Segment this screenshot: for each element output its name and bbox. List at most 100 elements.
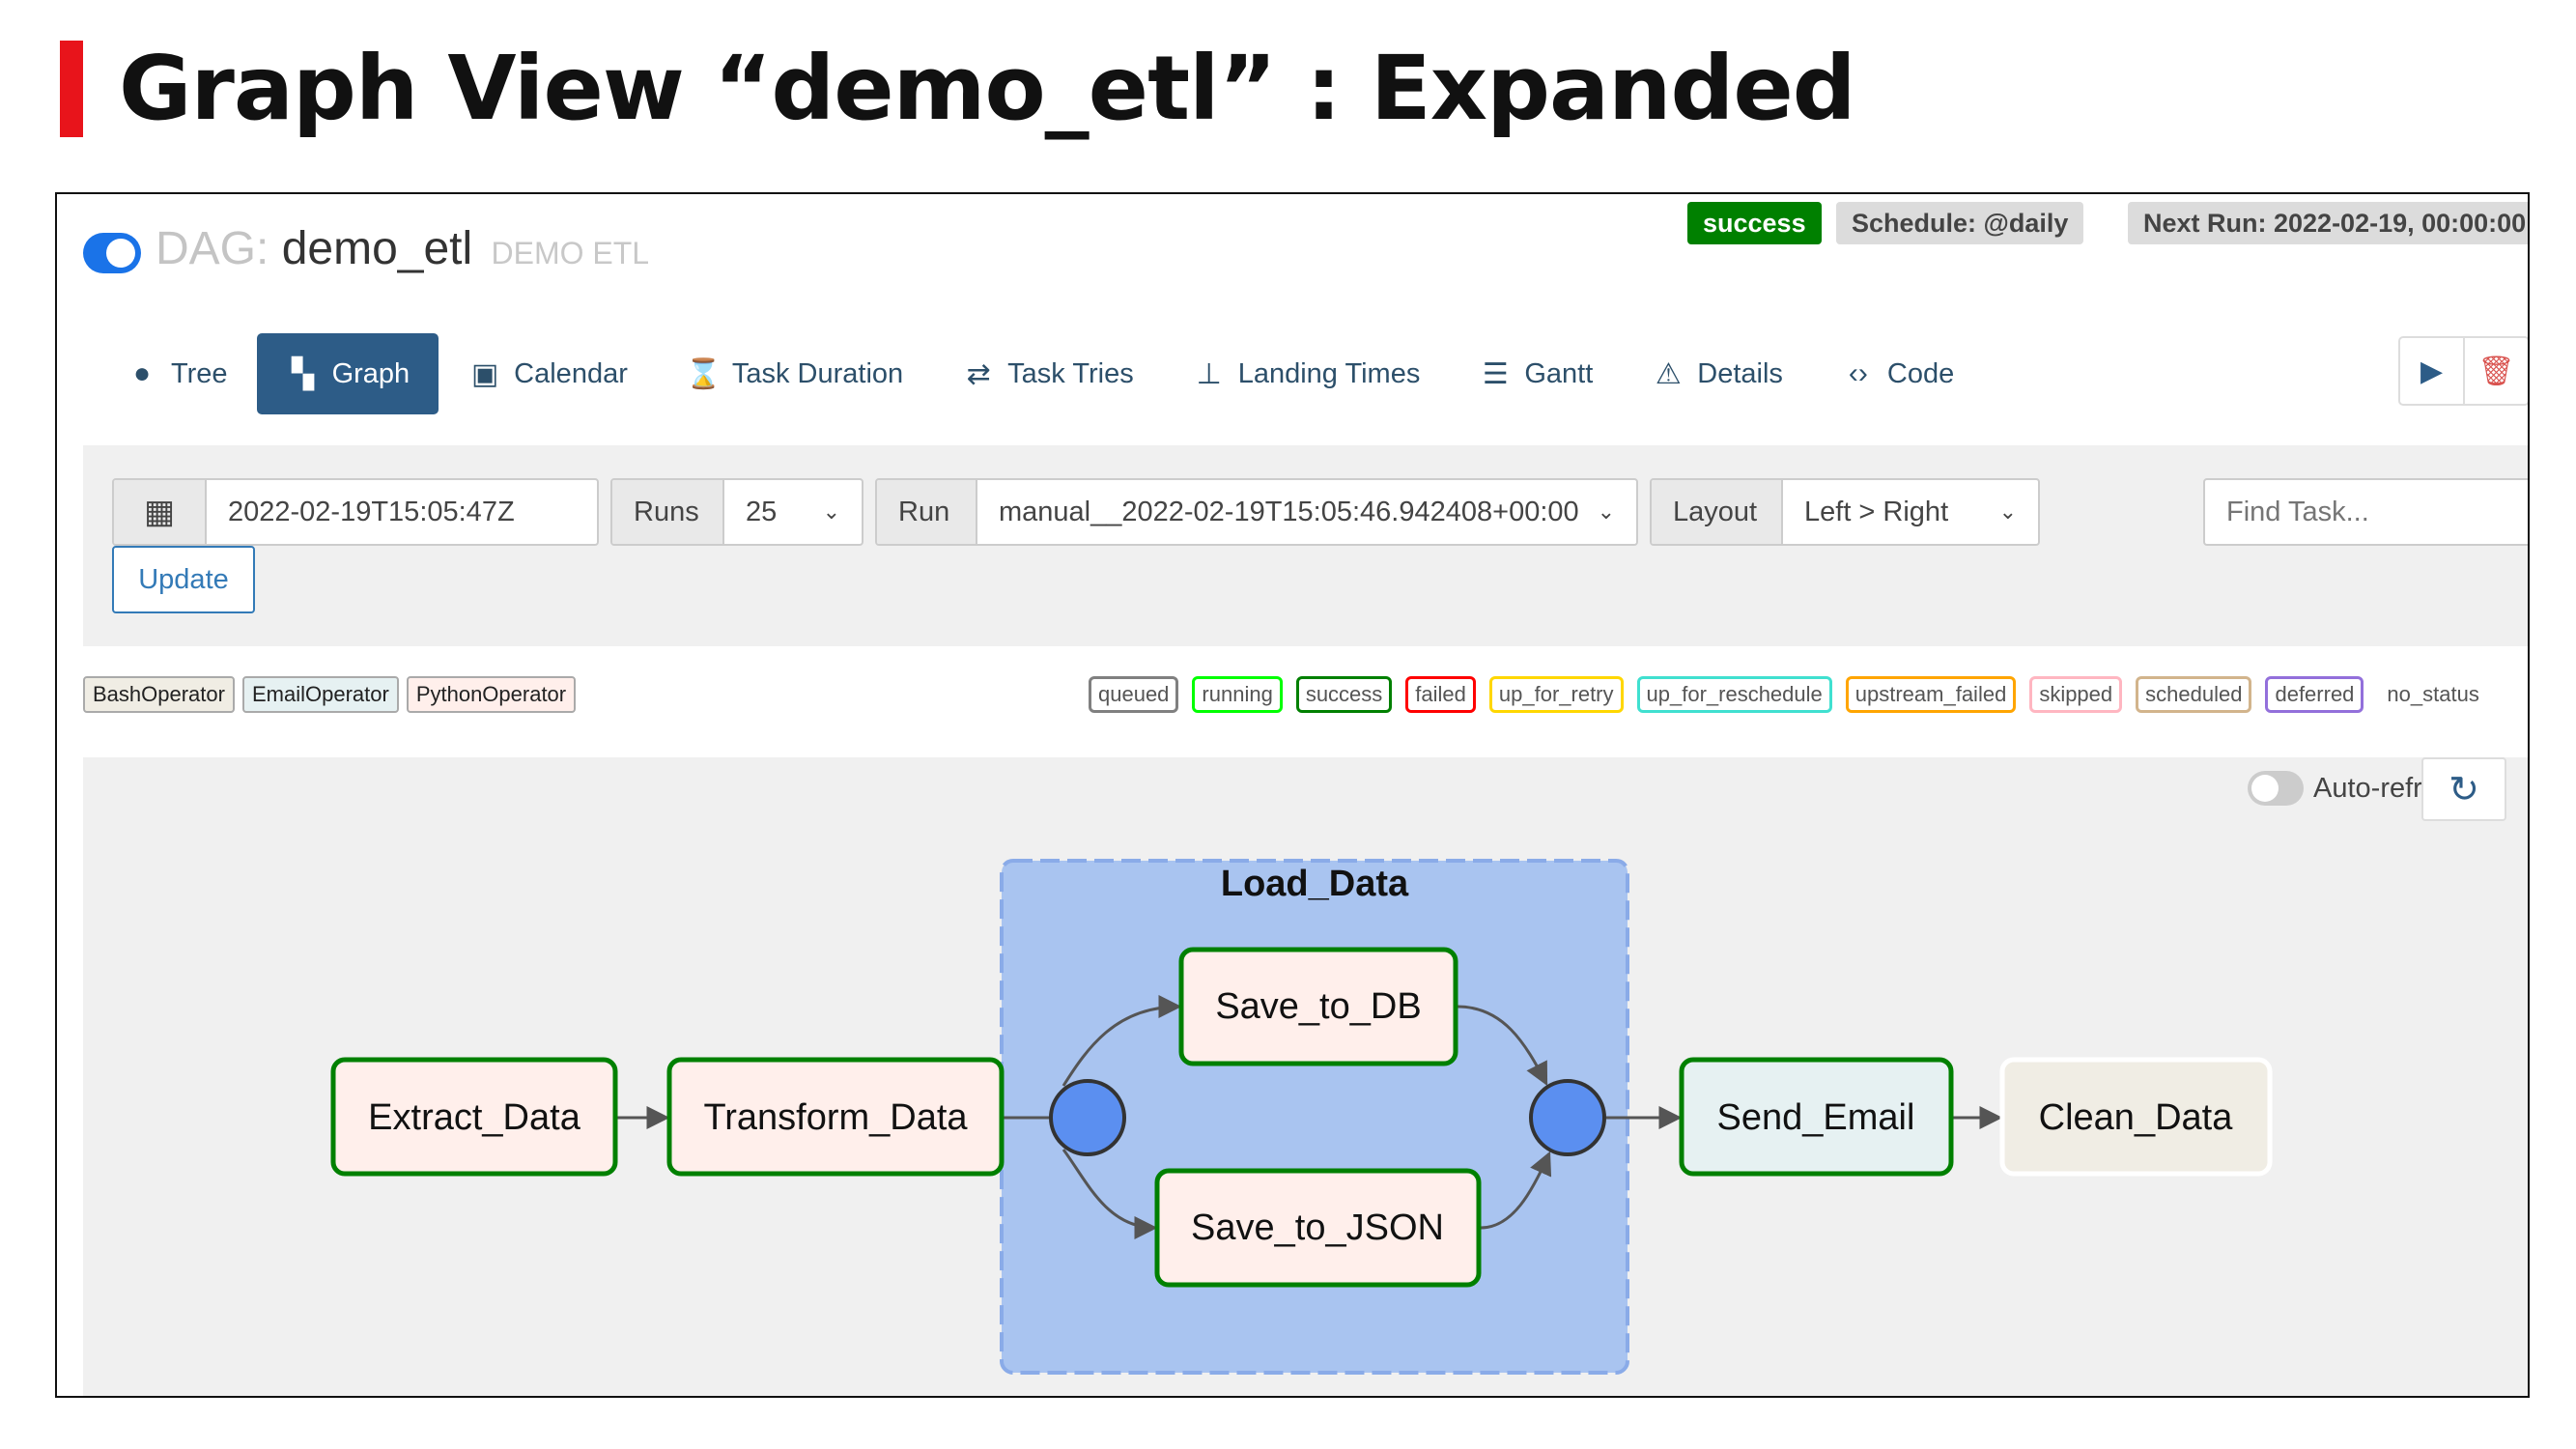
task-node-clean-data[interactable]: Clean_Data: [1999, 1057, 2273, 1177]
view-tabs: ●Tree ▚ Graph ▣ Calendar ⌛ Task Duration ⇄ T…: [96, 333, 1983, 414]
run-value: manual__2022-02-19T15:05:46.942408+00:00: [999, 496, 1579, 527]
code-icon: ‹›: [1848, 357, 1868, 389]
task-label: Save_to_JSON: [1191, 1208, 1444, 1248]
tab-details[interactable]: ⚠ Details: [1622, 333, 1812, 414]
state-scheduled[interactable]: scheduled: [2136, 676, 2252, 713]
tab-code[interactable]: ‹›Code: [1812, 333, 1983, 414]
task-node-save-to-db[interactable]: Save_to_DB: [1178, 947, 1458, 1066]
airflow-screenshot: DAG: demo_etl DEMO ETL success Schedule:…: [55, 192, 2530, 1398]
update-button[interactable]: Update: [112, 546, 255, 613]
base-date-input[interactable]: 2022-02-19T15:05:47Z: [228, 496, 515, 527]
layout-label: Layout: [1652, 480, 1783, 544]
dag-actions: ▶ 🗑: [2398, 336, 2528, 406]
trigger-dag-button[interactable]: ▶: [2400, 338, 2463, 404]
run-group: Run manual__2022-02-19T15:05:46.942408+0…: [875, 478, 1638, 546]
gantt-icon: ☰: [1482, 357, 1509, 390]
task-label: Save_to_DB: [1215, 986, 1421, 1027]
state-up-for-retry[interactable]: up_for_retry: [1488, 676, 1624, 713]
state-legend: queued running success failed up_for_ret…: [1089, 676, 2489, 713]
calendar-icon: ▣: [470, 357, 499, 390]
graph-controls-panel: ▦ 2022-02-19T15:05:47Z Runs 25 ⌄ Run manu…: [83, 445, 2528, 646]
task-node-extract-data[interactable]: Extract_Data: [330, 1057, 618, 1177]
state-success[interactable]: success: [1295, 676, 1393, 713]
task-node-save-to-json[interactable]: Save_to_JSON: [1154, 1168, 1482, 1288]
run-select[interactable]: manual__2022-02-19T15:05:46.942408+00:00…: [977, 480, 1636, 544]
runs-group: Runs 25 ⌄: [610, 478, 863, 546]
tab-label: Landing Times: [1237, 357, 1421, 389]
state-up-for-reschedule[interactable]: up_for_reschedule: [1636, 676, 1832, 713]
find-task-input[interactable]: [2203, 478, 2528, 546]
runs-value: 25: [746, 496, 778, 527]
slide-title: Graph View “demo_etl” : Expanded: [119, 37, 1856, 140]
edge-junction-save-db: [1062, 995, 1182, 1087]
refresh-button[interactable]: ↻: [2421, 757, 2506, 821]
runs-label: Runs: [612, 480, 724, 544]
repeat-icon: ⇄: [966, 357, 991, 390]
run-label: Run: [877, 480, 977, 544]
tab-task-tries[interactable]: ⇄ Task Tries: [932, 333, 1163, 414]
operator-legend: BashOperator EmailOperator PythonOperato…: [83, 676, 577, 713]
task-label: Clean_Data: [2039, 1097, 2234, 1138]
state-running[interactable]: running: [1192, 676, 1283, 713]
warning-triangle-icon: ⚠: [1655, 357, 1682, 390]
dag-title: DAG: demo_etl DEMO ETL: [156, 215, 649, 283]
chevron-down-icon: ⌄: [1597, 499, 1615, 524]
hourglass-icon: ⌛: [685, 357, 722, 390]
state-failed[interactable]: failed: [1405, 676, 1476, 713]
dag-pause-toggle[interactable]: [83, 233, 141, 273]
legend-email-operator: EmailOperator: [241, 676, 399, 713]
tab-label: Task Tries: [1007, 357, 1134, 389]
layout-select[interactable]: Left > Right⌄: [1783, 480, 2038, 544]
task-label: Extract_Data: [368, 1097, 581, 1138]
edge-junction-save-json: [1062, 1149, 1158, 1239]
chevron-down-icon: ⌄: [1998, 499, 2017, 524]
tab-label: Tree: [171, 357, 228, 389]
title-accent-bar: [60, 41, 83, 137]
auto-refresh-toggle[interactable]: [2248, 771, 2304, 806]
status-badge: success: [1687, 202, 1822, 244]
dag-id: demo_etl: [281, 223, 473, 274]
task-node-send-email[interactable]: Send_Email: [1679, 1057, 1954, 1177]
tab-graph[interactable]: ▚ Graph: [256, 333, 439, 414]
delete-dag-button[interactable]: 🗑: [2463, 338, 2528, 404]
tab-tree[interactable]: ●Tree: [96, 333, 257, 414]
calendar-icon: ▦: [143, 494, 176, 530]
calendar-picker-button[interactable]: ▦: [114, 480, 207, 544]
dag-graph: Load_Data Extract_Data Transform_Data: [330, 859, 2273, 1375]
legend-python-operator: PythonOperator: [406, 676, 577, 713]
task-label: Transform_Data: [703, 1097, 968, 1138]
group-downstream-junction[interactable]: [1529, 1079, 1606, 1156]
tab-landing-times[interactable]: ⊥ Landing Times: [1163, 333, 1450, 414]
graph-icon: ▚: [292, 357, 315, 390]
task-label: Send_Email: [1717, 1097, 1915, 1138]
trash-icon: 🗑: [2477, 355, 2515, 387]
chevron-down-icon: ⌄: [822, 499, 840, 524]
base-date-group: ▦ 2022-02-19T15:05:47Z: [112, 478, 599, 546]
tab-gantt[interactable]: ☰ Gantt: [1449, 333, 1622, 414]
next-run-badge: Next Run: 2022-02-19, 00:00:00: [2128, 202, 2528, 244]
tab-label: Gantt: [1524, 357, 1594, 389]
tab-calendar[interactable]: ▣ Calendar: [439, 333, 657, 414]
graph-canvas: Load_Data Extract_Data Transform_Data: [83, 757, 2528, 1396]
group-upstream-junction[interactable]: [1049, 1079, 1126, 1156]
task-group-label: Load_Data: [1221, 864, 1409, 904]
dag-prefix: DAG:: [156, 223, 269, 274]
dag-description: DEMO ETL: [491, 236, 650, 270]
state-no-status[interactable]: no_status: [2377, 676, 2489, 713]
layout-group: Layout Left > Right⌄: [1650, 478, 2040, 546]
state-upstream-failed[interactable]: upstream_failed: [1845, 676, 2017, 713]
state-queued[interactable]: queued: [1089, 676, 1179, 713]
tab-label: Task Duration: [731, 357, 904, 389]
plane-landing-icon: ⊥: [1196, 357, 1222, 390]
tab-task-duration[interactable]: ⌛ Task Duration: [657, 333, 932, 414]
legend-bash-operator: BashOperator: [83, 676, 235, 713]
tab-label: Graph: [331, 357, 410, 389]
state-skipped[interactable]: skipped: [2029, 676, 2123, 713]
state-deferred[interactable]: deferred: [2265, 676, 2364, 713]
tab-label: Details: [1697, 357, 1783, 389]
schedule-badge: Schedule: @daily: [1836, 202, 2084, 244]
task-node-transform-data[interactable]: Transform_Data: [666, 1057, 1005, 1177]
edge-save-json-junction: [1480, 1151, 1552, 1230]
tab-label: Calendar: [514, 357, 628, 389]
runs-select[interactable]: 25 ⌄: [724, 480, 862, 544]
